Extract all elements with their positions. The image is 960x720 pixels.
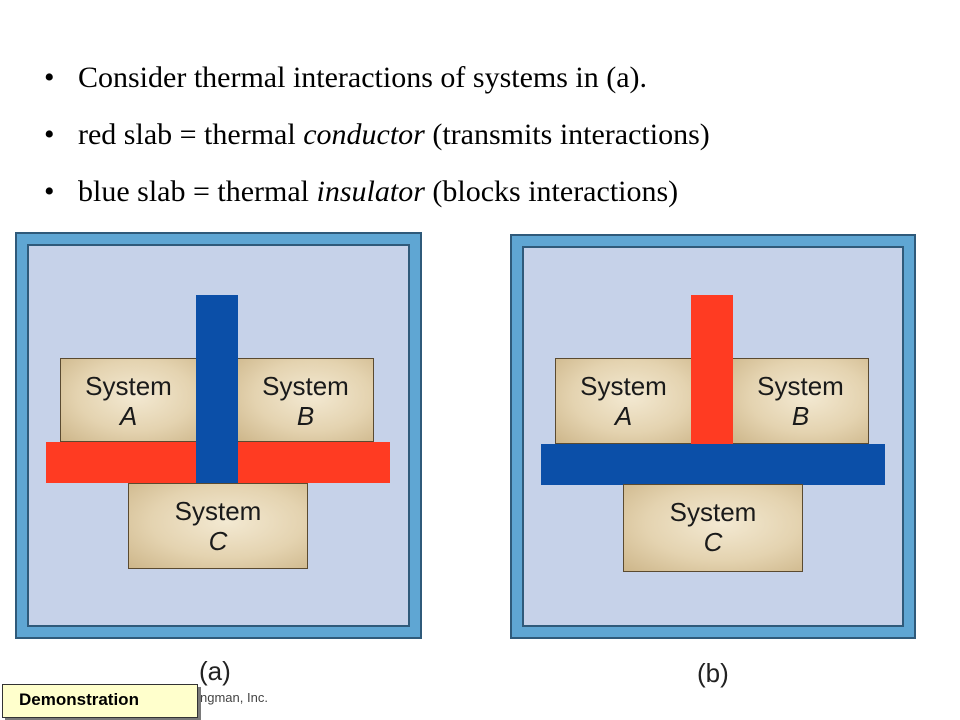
vertical-insulator-slab bbox=[196, 295, 238, 483]
bullet-item: Consider thermal interactions of systems… bbox=[44, 56, 710, 113]
system-b-box: System B bbox=[237, 358, 374, 442]
conductor-term: conductor bbox=[303, 118, 425, 151]
insulator-term: insulator bbox=[316, 175, 425, 208]
bullet-item: red slab = thermal conductor (transmits … bbox=[44, 113, 710, 170]
system-c-box: System C bbox=[623, 484, 803, 572]
caption-b: (b) bbox=[697, 658, 729, 688]
system-b-box: System B bbox=[732, 358, 869, 444]
bullet-item: blue slab = thermal insulator (blocks in… bbox=[44, 170, 710, 227]
demonstration-button[interactable]: Demonstration bbox=[2, 684, 198, 718]
vertical-conductor-slab bbox=[691, 295, 733, 444]
bullet-list: Consider thermal interactions of systems… bbox=[44, 56, 710, 227]
caption-a: (a) bbox=[199, 656, 231, 686]
publisher-credit: ngman, Inc. bbox=[200, 690, 268, 705]
diagram-a-container: System A System B System C bbox=[17, 234, 420, 637]
system-c-box: System C bbox=[128, 483, 308, 569]
horizontal-insulator-slab bbox=[541, 444, 885, 485]
system-a-box: System A bbox=[60, 358, 197, 442]
diagram-b-container: System A System B System C bbox=[512, 236, 914, 637]
system-a-box: System A bbox=[555, 358, 692, 444]
